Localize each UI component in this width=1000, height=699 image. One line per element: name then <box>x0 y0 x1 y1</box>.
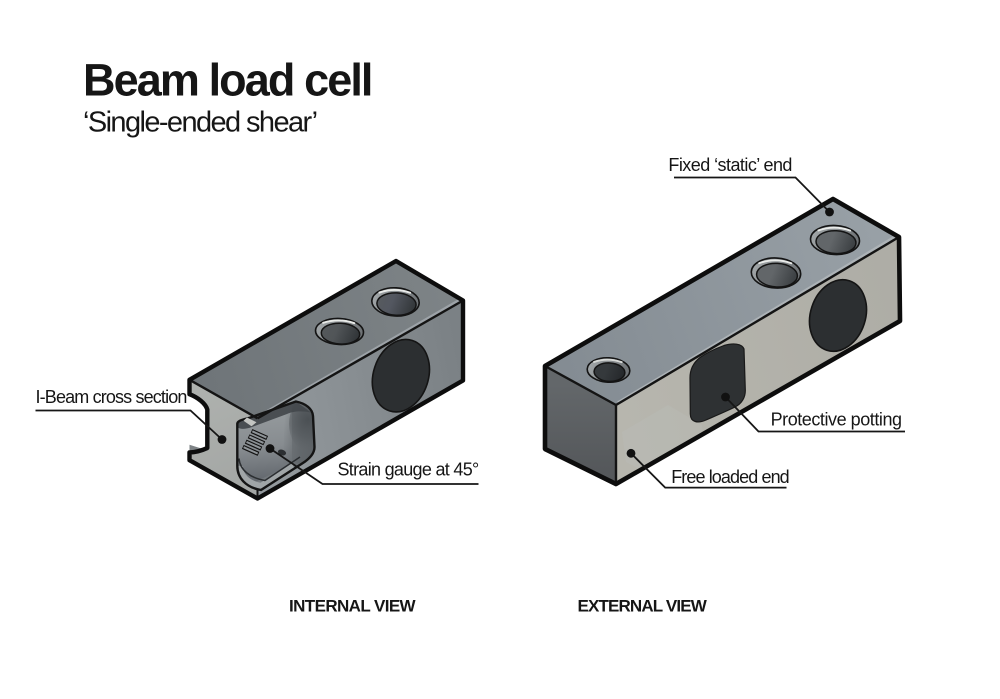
svg-text:INTERNAL VIEW: INTERNAL VIEW <box>289 597 417 616</box>
svg-text:Free loaded end: Free loaded end <box>671 467 789 487</box>
svg-text:‘Single-ended shear’: ‘Single-ended shear’ <box>83 107 317 139</box>
svg-text:Strain gauge at 45°: Strain gauge at 45° <box>338 460 480 480</box>
svg-text:Protective potting: Protective potting <box>771 410 902 430</box>
svg-text:Fixed ‘static’ end: Fixed ‘static’ end <box>668 155 792 175</box>
svg-text:I-Beam cross section: I-Beam cross section <box>36 387 187 407</box>
svg-text:EXTERNAL VIEW: EXTERNAL VIEW <box>578 597 708 616</box>
svg-text:Beam load cell: Beam load cell <box>83 55 372 106</box>
